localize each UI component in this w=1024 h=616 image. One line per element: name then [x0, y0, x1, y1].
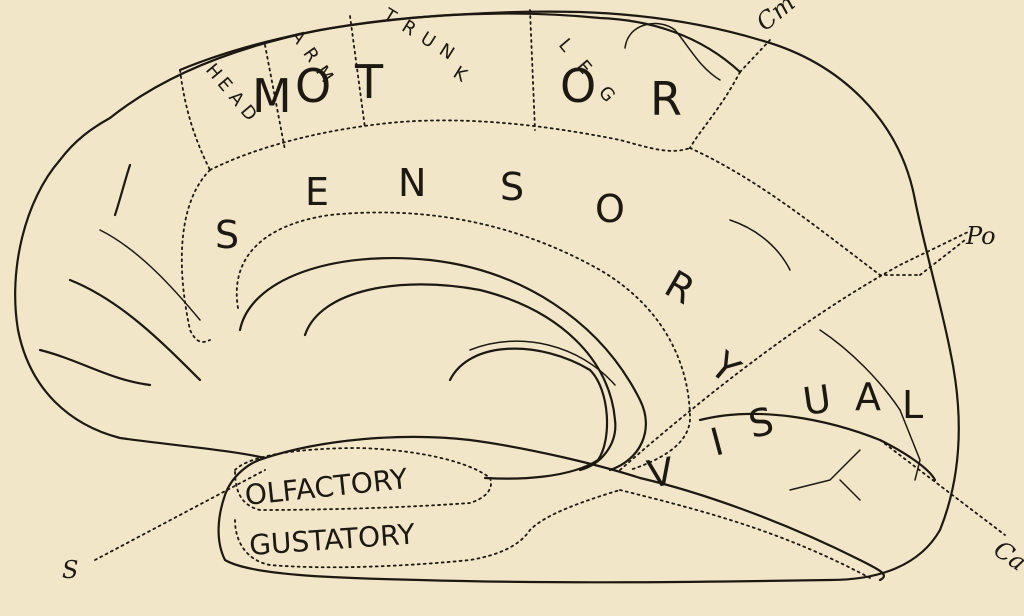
motor-head-arm-divider — [264, 44, 286, 151]
po-line — [919, 239, 966, 276]
motor-letter-4: O — [560, 59, 596, 113]
gustatory-region-boundary — [234, 489, 621, 569]
trunk-letter-5: K — [449, 62, 471, 87]
visual-letter-2: I — [706, 419, 728, 464]
motor-letter-1: M — [252, 69, 292, 123]
s-label: S — [62, 556, 78, 584]
visual-branch-2 — [789, 449, 861, 491]
sensory-outer-boundary — [180, 169, 211, 343]
frontal-sulcus-3 — [38, 348, 152, 387]
trunk-letter-3: U — [417, 28, 439, 53]
frontal-sulcus-1 — [113, 163, 132, 217]
temporal-lobe-outline — [263, 435, 886, 582]
cm-label: Cm — [751, 0, 801, 37]
po-label: Po — [965, 222, 996, 250]
s-line — [94, 469, 266, 561]
sensory-letter-1: S — [215, 213, 239, 257]
motor-right-boundary — [689, 71, 741, 149]
frontal-sulcus-2 — [68, 278, 202, 382]
gustatory-label: GUSTATORY — [248, 517, 417, 562]
visual-letter-5: A — [855, 375, 881, 419]
motor-letter-2: O — [295, 59, 331, 113]
visual-branch-3 — [839, 479, 861, 501]
sensory-letter-4: S — [500, 165, 524, 209]
calcarine-sulcus — [698, 412, 937, 482]
motor-arm-trunk-divider — [349, 15, 366, 129]
leg-lobule-fold — [624, 22, 721, 81]
arm-letter-1: A — [286, 26, 311, 49]
visual-letter-6: L — [902, 383, 923, 427]
motor-letter-5: R — [650, 72, 682, 126]
sensory-inner-boundary — [235, 211, 691, 471]
sensory-letter-3: N — [398, 161, 426, 205]
motor-left-boundary — [179, 69, 211, 171]
visual-branch-1 — [899, 409, 921, 481]
sensory-letter-6: R — [658, 262, 703, 313]
brain-outline — [14, 10, 960, 584]
sensory-letter-7: Y — [701, 343, 748, 393]
motor-letter-3: T — [354, 55, 384, 109]
callosum-lower — [303, 283, 617, 472]
olfactory-region-boundary — [234, 447, 492, 511]
leg-letter-3: G — [594, 82, 619, 106]
callosum-upper — [238, 256, 647, 472]
motor-top-boundary — [178, 12, 742, 74]
visual-letter-4: U — [800, 376, 834, 423]
callosum-splenium — [448, 347, 609, 480]
leg-letter-1: L — [554, 35, 577, 56]
trunk-letter-1: T — [379, 4, 401, 29]
motor-trunk-leg-divider — [529, 9, 536, 131]
cuneus-sulcus — [819, 329, 901, 411]
olfactory-label: OLFACTORY — [243, 462, 410, 512]
visual-lower-boundary — [619, 489, 871, 579]
sensory-letter-5: O — [595, 187, 625, 231]
frontal-sulcus-4 — [99, 229, 201, 321]
parietal-sulcus — [729, 219, 791, 271]
visual-letter-3: S — [745, 399, 778, 447]
sensory-visual-boundary — [689, 147, 921, 276]
visual-letter-1: V — [644, 449, 677, 497]
fornix — [469, 340, 616, 386]
ca-line — [879, 439, 1006, 536]
ca-label: Ca — [989, 535, 1024, 577]
cm-line — [739, 39, 771, 73]
trunk-letter-4: N — [435, 39, 458, 64]
sensory-letter-2: E — [305, 170, 329, 214]
parieto-occipital-line — [619, 231, 969, 471]
motor-inner-boundary — [209, 119, 691, 171]
